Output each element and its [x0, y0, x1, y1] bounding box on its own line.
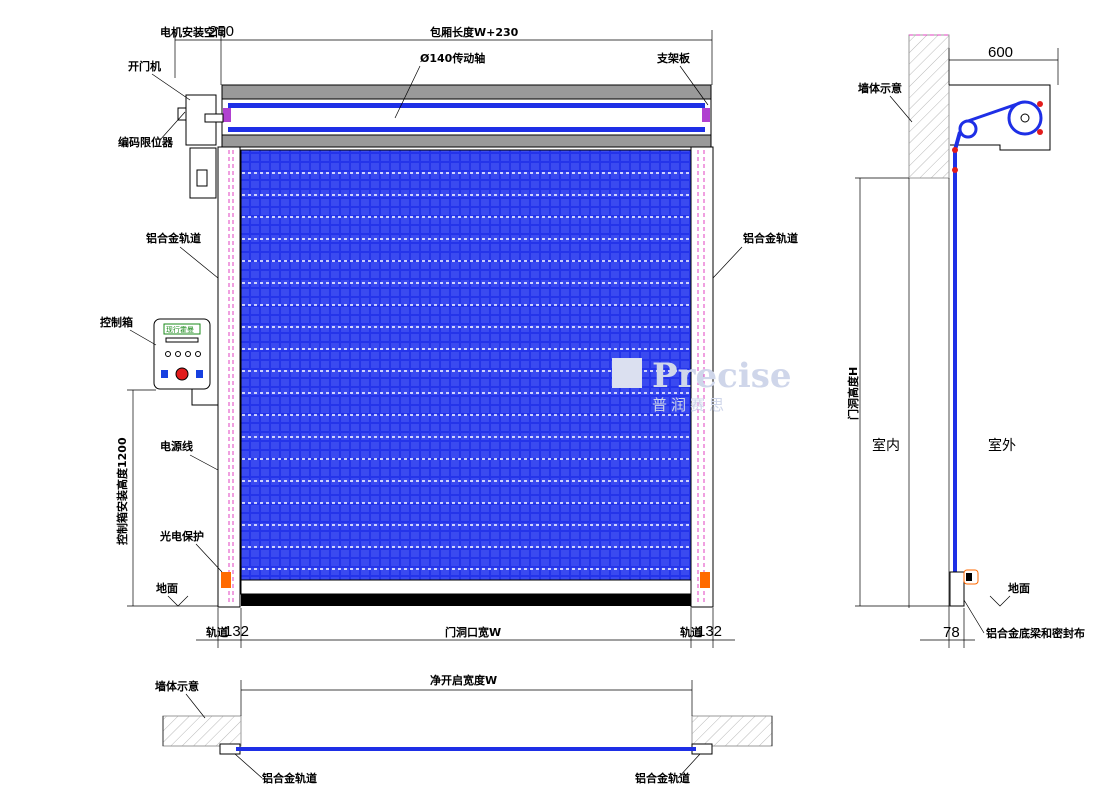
wall-plan-label: 墙体示意 [155, 679, 199, 693]
box-length-label: 包厢长度W+230 [429, 25, 519, 39]
watermark: Precise 普润赛思 [612, 356, 792, 414]
ground-left-label: 地面 [156, 581, 178, 595]
opening-width-label: 门洞口宽W [445, 625, 501, 639]
plan-view: 墙体示意 净开启宽度W 铝合金轨道 铝合金轨道 [155, 673, 773, 785]
door-opener: 开门机 编码限位器 [118, 59, 224, 199]
dim-132-right: 132 [697, 623, 722, 640]
side-section: 600 墙体示意 门洞高度H 室内 室外 地面 78 铝合金底梁和密封布 [846, 34, 1085, 648]
control-box: 现行霍曼 控制箱 [100, 315, 218, 406]
dim-600: 600 [988, 44, 1013, 61]
rail-right-label: 铝合金轨道 [743, 231, 798, 245]
opener-label: 开门机 [128, 59, 161, 73]
rail-plan-left-label: 铝合金轨道 [262, 771, 317, 785]
watermark-en: Precise [652, 356, 792, 396]
encoder-label: 编码限位器 [118, 135, 174, 149]
watermark-cn: 普润赛思 [652, 396, 728, 414]
rail-left-label: 铝合金轨道 [146, 231, 201, 245]
panel-screen-text: 现行霍曼 [166, 325, 194, 334]
bottom-bar-label: 铝合金底梁和密封布 [986, 626, 1085, 640]
control-height-label: 控制箱安装高度1200 [115, 437, 129, 545]
track-left-label: 轨道 [206, 625, 228, 639]
dim-250: 250 [209, 23, 234, 40]
control-box-label: 控制箱 [100, 315, 133, 329]
top-dimensions: 电机安装空间 250 包厢长度W+230 [160, 23, 713, 85]
bottom-dimensions: 轨道 132 门洞口宽W 轨道 132 [196, 608, 735, 648]
dim-78: 78 [943, 624, 960, 641]
wall-side-label: 墙体示意 [858, 81, 902, 95]
rail-plan-right-label: 铝合金轨道 [635, 771, 690, 785]
indoor-label: 室内 [872, 437, 900, 454]
dim-132-left: 132 [224, 623, 249, 640]
photo-protect-label: 光电保护 [159, 529, 204, 543]
side-rails [217, 146, 714, 608]
opening-height-label: 门洞高度H [846, 367, 860, 420]
motor-space-label: 电机安装空间 [160, 25, 226, 39]
shaft-label: Ø140传动轴 [420, 51, 485, 65]
clear-width-label: 净开启宽度W [430, 673, 497, 687]
track-right-label: 轨道 [680, 625, 702, 639]
outdoor-label: 室外 [988, 437, 1016, 454]
bracket-label: 支架板 [656, 51, 691, 65]
control-height-dim: 控制箱安装高度1200 地面 [115, 389, 218, 607]
shaft-box: Ø140传动轴 支架板 [221, 51, 712, 148]
ground-right-label: 地面 [1008, 581, 1030, 595]
power-line-label: 电源线 [160, 439, 193, 453]
